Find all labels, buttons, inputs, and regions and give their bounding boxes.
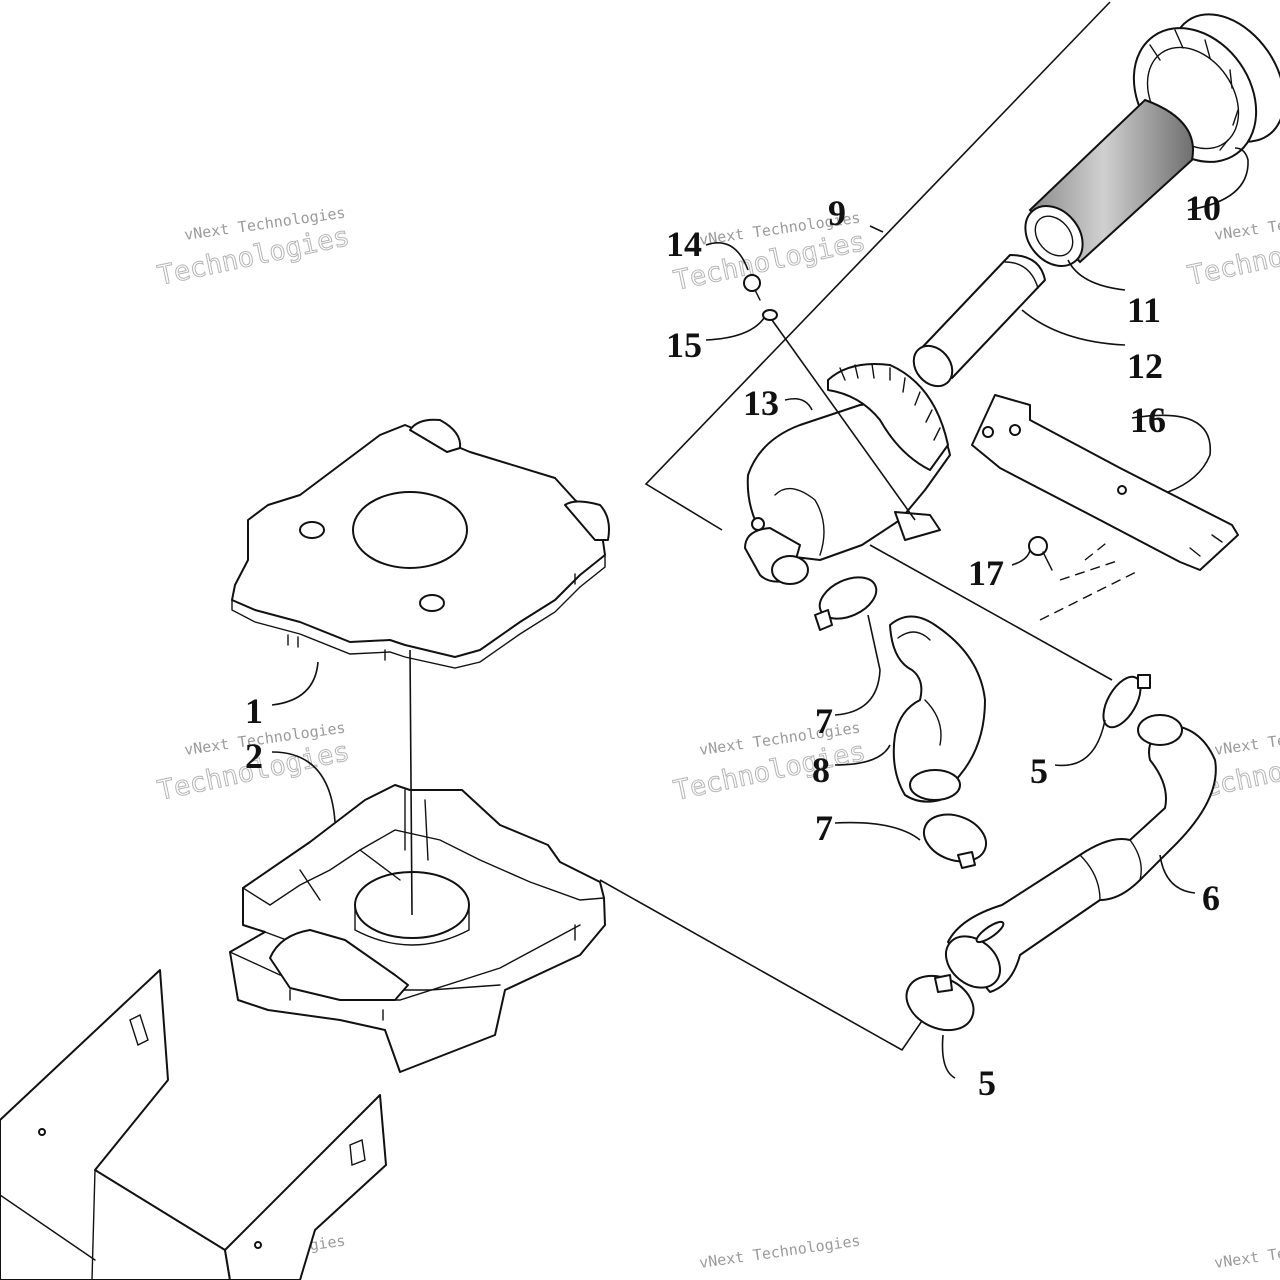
- callout-2: 2: [245, 736, 263, 776]
- callout-11: 11: [1127, 290, 1161, 330]
- callout-9: 9: [828, 193, 846, 233]
- callout-leaders: [271, 147, 1249, 1079]
- callout-7-lower: 7: [815, 808, 833, 848]
- callout-1: 1: [245, 691, 263, 731]
- callout-7-upper: 7: [815, 701, 833, 741]
- bolt-14: [743, 274, 761, 301]
- watermark-text: vNext Technologies: [1213, 719, 1280, 759]
- intake-duct: [945, 714, 1217, 993]
- airbox-base: [229, 784, 606, 1073]
- callout-14: 14: [666, 224, 702, 264]
- hose-clamp-5-upper: [1102, 674, 1151, 729]
- mounting-bracket: [0, 969, 387, 1280]
- hose-clamp-7-upper: [814, 576, 878, 631]
- inner-tube: [912, 254, 1046, 388]
- washer-15: [762, 309, 778, 321]
- callout-16: 16: [1130, 400, 1166, 440]
- callout-labels: 1 2 5 5 6 7 7 8 9 10 11 12 13 14 15 16 1…: [245, 188, 1221, 1103]
- filter-housing: [744, 363, 951, 585]
- screw-17: [1028, 536, 1141, 621]
- callout-5-lower: 5: [978, 1063, 996, 1103]
- watermark-text: vNext Technologies: [1213, 1232, 1280, 1272]
- callout-8: 8: [812, 750, 830, 790]
- callout-13: 13: [743, 383, 779, 423]
- watermark-text: vNext Technologies: [1213, 204, 1280, 244]
- airbox-lid: [231, 418, 610, 669]
- callout-15: 15: [666, 325, 702, 365]
- callout-12: 12: [1127, 346, 1163, 386]
- hose-clamp-5-lower: [905, 974, 975, 1032]
- assembly-bracket: [644, 1, 1111, 531]
- callout-10: 10: [1185, 188, 1221, 228]
- mounting-strap: [971, 394, 1239, 571]
- callout-17: 17: [968, 553, 1004, 593]
- alignment-line: [409, 649, 413, 916]
- hose-clamp-7-lower: [923, 813, 987, 869]
- alignment-line: [599, 879, 951, 1052]
- air-filter-element: [1024, 98, 1194, 267]
- alignment-line: [771, 319, 916, 521]
- callout-6: 6: [1202, 878, 1220, 918]
- watermark-group: vNext Technologies Technologies vNext Te…: [155, 204, 1280, 1272]
- callout-5-upper: 5: [1030, 751, 1048, 791]
- watermark-text: vNext Technologies: [698, 1232, 861, 1272]
- elbow-hose: [889, 615, 986, 803]
- alignment-line: [869, 544, 1113, 681]
